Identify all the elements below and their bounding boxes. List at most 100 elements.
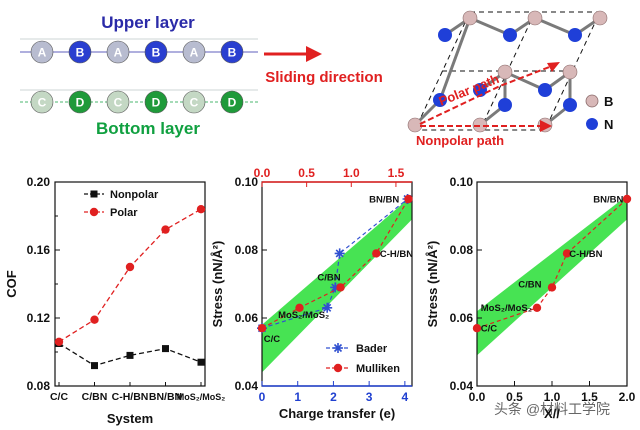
data-point bbox=[562, 249, 572, 258]
x-tick-label: 2.0 bbox=[619, 390, 636, 404]
upper-atom-label: A bbox=[38, 46, 47, 60]
n-atom bbox=[563, 98, 577, 112]
data-point bbox=[54, 337, 64, 346]
top-x-tick-label: 1.0 bbox=[343, 166, 360, 180]
data-point bbox=[91, 362, 98, 370]
x-tick-label: 0.0 bbox=[469, 390, 486, 404]
b-atom bbox=[592, 10, 608, 26]
n-atom bbox=[498, 98, 512, 112]
x-tick-label: 0 bbox=[259, 390, 266, 404]
polar-path-arrow bbox=[419, 65, 553, 125]
top-x-tick-label: 0.5 bbox=[298, 166, 315, 180]
atom-legend: B N bbox=[585, 94, 613, 132]
bottom-atom-label: D bbox=[152, 96, 161, 110]
point-annotation: C/C bbox=[264, 334, 281, 345]
n-atom bbox=[433, 93, 447, 107]
y-tick-label: 0.06 bbox=[450, 311, 474, 325]
point-annotation: C-H/BN bbox=[569, 249, 602, 260]
data-point bbox=[90, 315, 99, 324]
x-axis-label: X// bbox=[544, 406, 560, 421]
data-point bbox=[257, 324, 267, 333]
x-tick-label: 3 bbox=[366, 390, 373, 404]
upper-atom-label: A bbox=[190, 46, 199, 60]
x-tick-label: MoS₂/MoS₂ bbox=[177, 392, 226, 402]
b-atom bbox=[527, 10, 543, 26]
upper-atom-label: A bbox=[114, 46, 123, 60]
upper-atom-label: B bbox=[152, 46, 161, 60]
point-annotation: MoS₂/MoS₂ bbox=[278, 310, 329, 321]
data-point bbox=[162, 345, 169, 353]
data-point bbox=[372, 249, 381, 258]
data-point bbox=[126, 351, 134, 359]
data-point bbox=[334, 248, 345, 259]
n-atom bbox=[438, 28, 452, 42]
y-axis-label: Stress (nN/Å²) bbox=[210, 241, 225, 328]
n-atom bbox=[538, 83, 552, 97]
y-tick-label: 0.10 bbox=[235, 175, 259, 189]
legend-b-label: B bbox=[604, 94, 613, 109]
legend-label: Nonpolar bbox=[110, 189, 159, 201]
legend-b-swatch bbox=[585, 94, 599, 108]
data-point bbox=[125, 262, 135, 272]
x-tick-label: 1.5 bbox=[581, 390, 598, 404]
series-line bbox=[58, 342, 202, 367]
upper-atom bbox=[144, 40, 168, 64]
n-atom bbox=[503, 28, 517, 42]
x-tick-label: C/BN bbox=[82, 391, 108, 403]
nonpolar-arrowhead bbox=[540, 120, 552, 132]
y-tick-label: 0.12 bbox=[27, 311, 51, 325]
bottom-layer-label: Bottom layer bbox=[96, 119, 200, 138]
y-tick-label: 0.20 bbox=[27, 175, 51, 189]
bottom-atom-label: C bbox=[114, 96, 123, 110]
upper-atom-label: B bbox=[228, 46, 237, 60]
y-tick-label: 0.08 bbox=[450, 243, 474, 257]
legend-label: Polar bbox=[110, 207, 138, 219]
legend-n-swatch bbox=[586, 118, 598, 130]
bottom-atom bbox=[30, 90, 54, 114]
series-line bbox=[261, 198, 408, 329]
upper-atom-label: B bbox=[76, 46, 85, 60]
top-x-tick-label: 0.0 bbox=[254, 166, 271, 180]
sliding-arrow bbox=[264, 46, 322, 62]
upper-atom bbox=[106, 40, 130, 64]
legend-label: Mulliken bbox=[356, 363, 400, 375]
y-tick-label: 0.06 bbox=[235, 311, 259, 325]
series-line bbox=[58, 208, 202, 343]
x-tick-label: 1.0 bbox=[544, 390, 561, 404]
b-atom bbox=[562, 64, 578, 80]
unit-cell-outline bbox=[414, 11, 601, 131]
legend-label: Bader bbox=[356, 343, 388, 355]
bottom-atom-label: C bbox=[190, 96, 199, 110]
data-point bbox=[622, 194, 632, 204]
polar-arrowhead bbox=[547, 62, 560, 72]
point-annotation: C/BN bbox=[518, 279, 541, 290]
x-axis-label: Charge transfer (e) bbox=[279, 406, 395, 421]
bond bbox=[504, 70, 546, 92]
data-point bbox=[295, 303, 304, 312]
nonpolar-path-label: Nonpolar path bbox=[416, 133, 504, 148]
point-annotation: MoS₂/MoS₂ bbox=[481, 303, 532, 314]
point-annotation: C/BN bbox=[317, 273, 340, 284]
upper-layer-label: Upper layer bbox=[101, 13, 195, 32]
x-tick-label: C-H/BN bbox=[112, 391, 149, 403]
y-tick-label: 0.04 bbox=[450, 379, 474, 393]
point-annotation: C-H/BN bbox=[380, 249, 413, 260]
upper-atom bbox=[220, 40, 244, 64]
point-annotation: C/C bbox=[481, 324, 498, 335]
y-tick-label: 0.04 bbox=[235, 379, 259, 393]
legend-marker bbox=[90, 190, 98, 198]
bond bbox=[438, 17, 472, 101]
b-atom bbox=[407, 117, 423, 133]
bottom-atom-label: D bbox=[228, 96, 237, 110]
upper-atom bbox=[182, 40, 206, 64]
legend-marker bbox=[333, 363, 343, 373]
confidence-band bbox=[477, 195, 627, 356]
y-axis-label: Stress (nN/Å²) bbox=[425, 241, 440, 328]
upper-atom bbox=[30, 40, 54, 64]
legend-marker bbox=[333, 343, 343, 353]
point-annotation: BN/BN bbox=[369, 194, 399, 205]
